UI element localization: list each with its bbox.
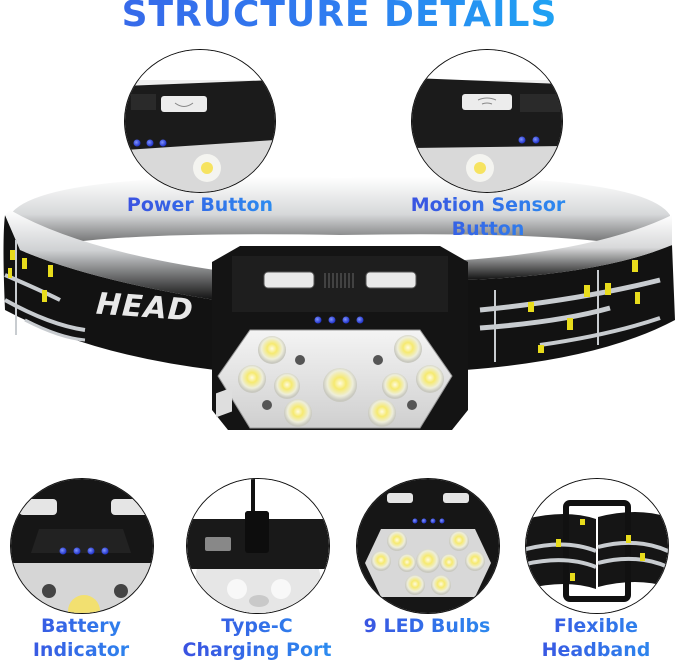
type-c-label-line1: Type-C [221, 615, 293, 637]
battery-label-line1: Battery [40, 615, 122, 637]
type-c-port-callout [186, 478, 330, 614]
type-c-port-label: Type-C Charging Port [176, 614, 338, 662]
flexible-headband-label: Flexible Headband [520, 614, 672, 662]
led-bulbs-callout [356, 478, 500, 614]
power-button-label: Power Button [120, 193, 280, 217]
flexible-headband-callout [525, 478, 669, 614]
page-title: STRUCTURE DETAILS [0, 0, 679, 35]
battery-indicator-callout [10, 478, 154, 614]
led-bulbs-label: 9 LED Bulbs [350, 614, 504, 638]
headband-label-line2: Headband [541, 639, 651, 661]
type-c-label-line2: Charging Port [182, 639, 332, 661]
motion-sensor-label-line2: Button [451, 218, 525, 240]
battery-indicator-label: Battery Indicator [8, 614, 154, 662]
motion-sensor-label: Motion Sensor Button [400, 193, 576, 241]
headband-print-text: HEAD [94, 286, 195, 329]
motion-sensor-label-line1: Motion Sensor [410, 194, 566, 216]
power-button-callout [124, 49, 276, 193]
headband-label-line1: Flexible [553, 615, 639, 637]
battery-label-line2: Indicator [32, 639, 130, 661]
motion-sensor-callout [411, 49, 563, 193]
